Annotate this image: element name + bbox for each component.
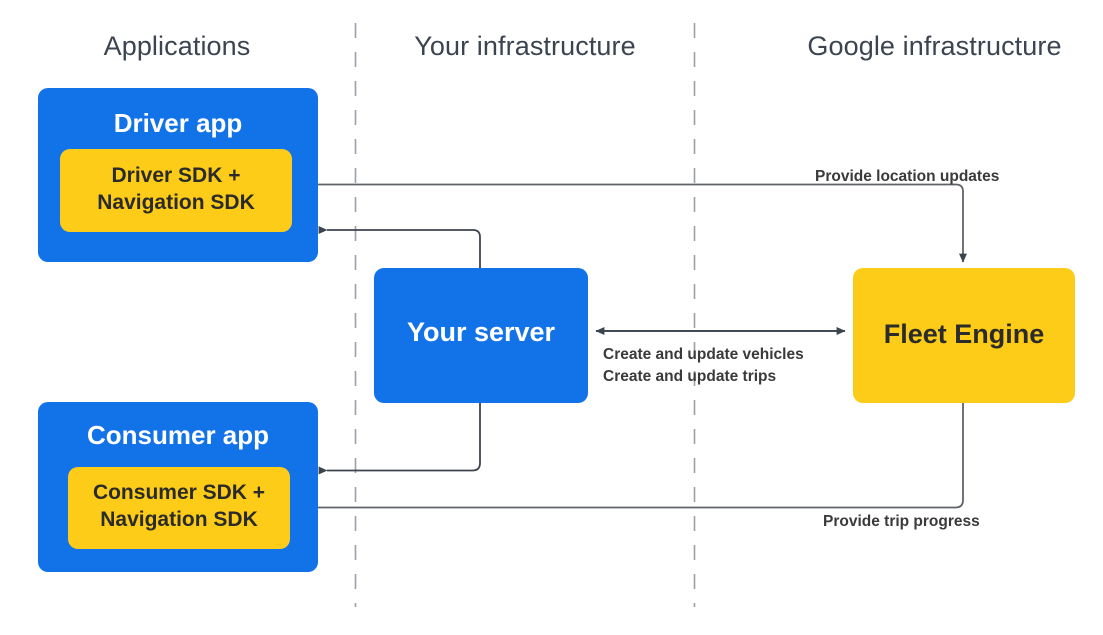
node-consumer-sdk-label: Consumer SDK + Navigation SDK [68, 480, 290, 534]
node-driver-sdk-label-line1: Driver SDK + [111, 164, 241, 187]
edge-label-create-and-update: Create and update vehicles Create and up… [603, 344, 804, 387]
edge-label-create-update-trips: Create and update trips [603, 367, 777, 385]
edge-label-provide-trip-progress: Provide trip progress [823, 513, 980, 530]
node-consumer-sdk-label-line1: Consumer SDK + [92, 481, 266, 504]
column-header-applications: Applications [103, 31, 251, 61]
node-your-server[interactable]: Your server [374, 268, 588, 403]
node-driver-sdk-label: Driver SDK + Navigation SDK [60, 163, 292, 217]
edge-provide-trip-progress [291, 403, 964, 512]
edge-label-create-update-vehicles: Create and update vehicles [603, 346, 804, 363]
node-driver-app-label: Driver app [113, 108, 243, 138]
node-consumer-sdk[interactable]: Consumer SDK + Navigation SDK [68, 467, 290, 549]
node-consumer-sdk-label-line2: Navigation SDK [100, 507, 258, 531]
edge-server-to-consumer-app [318, 403, 481, 475]
edge-provide-location-updates [291, 183, 967, 263]
node-fleet-engine[interactable]: Fleet Engine [853, 268, 1075, 403]
node-your-server-label: Your server [406, 317, 556, 347]
node-driver-sdk-label-line2: Navigation SDK [97, 190, 255, 214]
column-header-google-infrastructure: Google infrastructure [807, 31, 1062, 61]
edge-label-provide-location-updates: Provide location updates [815, 168, 1000, 185]
node-consumer-app[interactable]: Consumer app Consumer SDK + Navigation S… [38, 402, 318, 572]
column-header-your-infrastructure: Your infrastructure [414, 31, 636, 61]
node-driver-app[interactable]: Driver app Driver SDK + Navigation SDK [38, 88, 318, 262]
node-driver-sdk[interactable]: Driver SDK + Navigation SDK [60, 149, 292, 232]
node-fleet-engine-label: Fleet Engine [883, 319, 1045, 349]
node-consumer-app-label: Consumer app [86, 420, 270, 450]
edge-server-to-driver-app [318, 226, 481, 268]
